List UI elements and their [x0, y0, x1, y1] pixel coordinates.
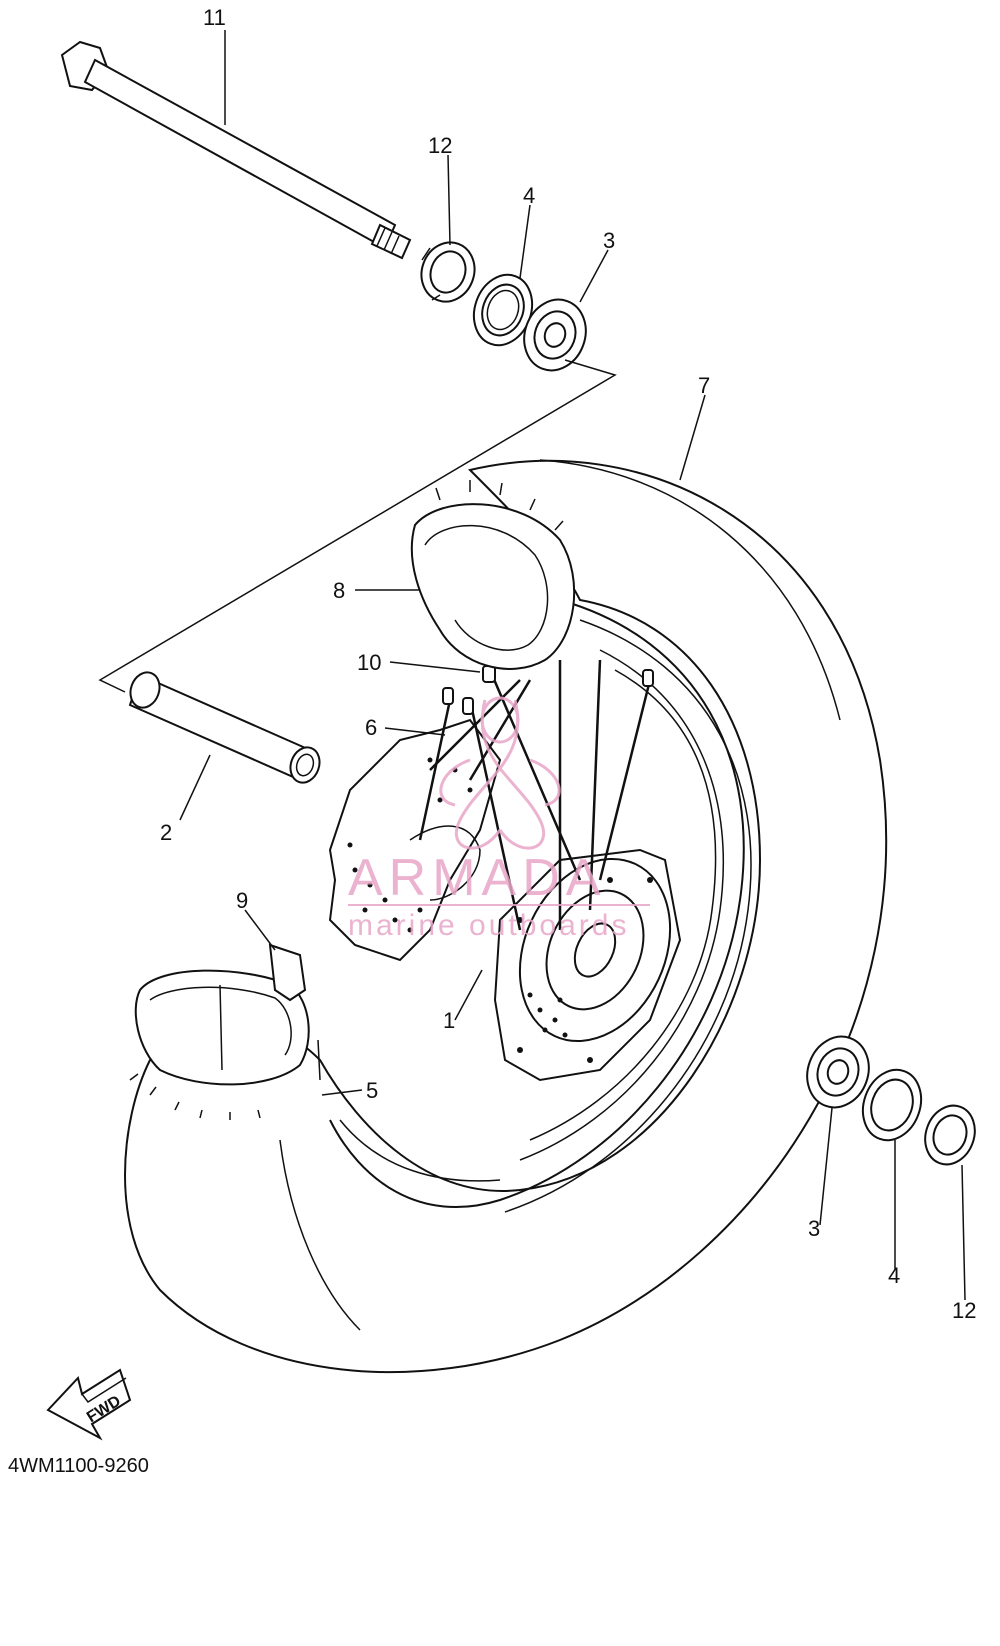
diagram-code: 4WM1100-9260 [8, 1455, 149, 1477]
axle [60, 40, 412, 260]
callout-7: 7 [698, 373, 710, 398]
callout-8: 8 [333, 578, 345, 603]
oil-seal-top [472, 273, 534, 347]
leader-lines [179, 30, 966, 1301]
valve-line [317, 1039, 321, 1081]
watermark-logo [439, 696, 561, 850]
rim [329, 599, 752, 1213]
callout-6: 6 [365, 715, 377, 740]
callout-labels: 11 12 4 3 7 8 10 6 2 9 1 5 3 4 12 [160, 5, 976, 1323]
callout-10: 10 [357, 650, 381, 675]
watermark-tagline: marine outboards [348, 909, 629, 942]
callout-11: 11 [203, 5, 226, 30]
assembly-line [98, 359, 617, 693]
callout-12-top: 12 [428, 133, 452, 158]
callout-2: 2 [160, 820, 172, 845]
collar-bottom [924, 1104, 976, 1166]
callout-3-bottom: 3 [808, 1216, 820, 1241]
callout-4-top: 4 [523, 183, 535, 208]
callout-4-bottom: 4 [888, 1263, 900, 1288]
watermark: ARMADA marine outboards [348, 696, 650, 942]
callout-3-top: 3 [603, 228, 615, 253]
callout-5: 5 [366, 1078, 378, 1103]
bearing-bottom [806, 1035, 870, 1109]
bearing-top [523, 298, 587, 372]
oil-seal-bottom [861, 1068, 923, 1142]
callout-9: 9 [236, 888, 248, 913]
fwd-arrow: FWD [46, 1368, 132, 1441]
brake-disc [328, 718, 502, 962]
watermark-brand: ARMADA [348, 849, 606, 907]
tire [124, 459, 888, 1374]
callout-12-bottom: 12 [952, 1298, 976, 1323]
callout-1: 1 [443, 1008, 455, 1033]
spoke-nipples [442, 665, 654, 715]
spacer [128, 671, 321, 784]
rim-band-lower [134, 943, 310, 1086]
collar-top [420, 241, 476, 303]
rim-band-upper [410, 480, 576, 670]
